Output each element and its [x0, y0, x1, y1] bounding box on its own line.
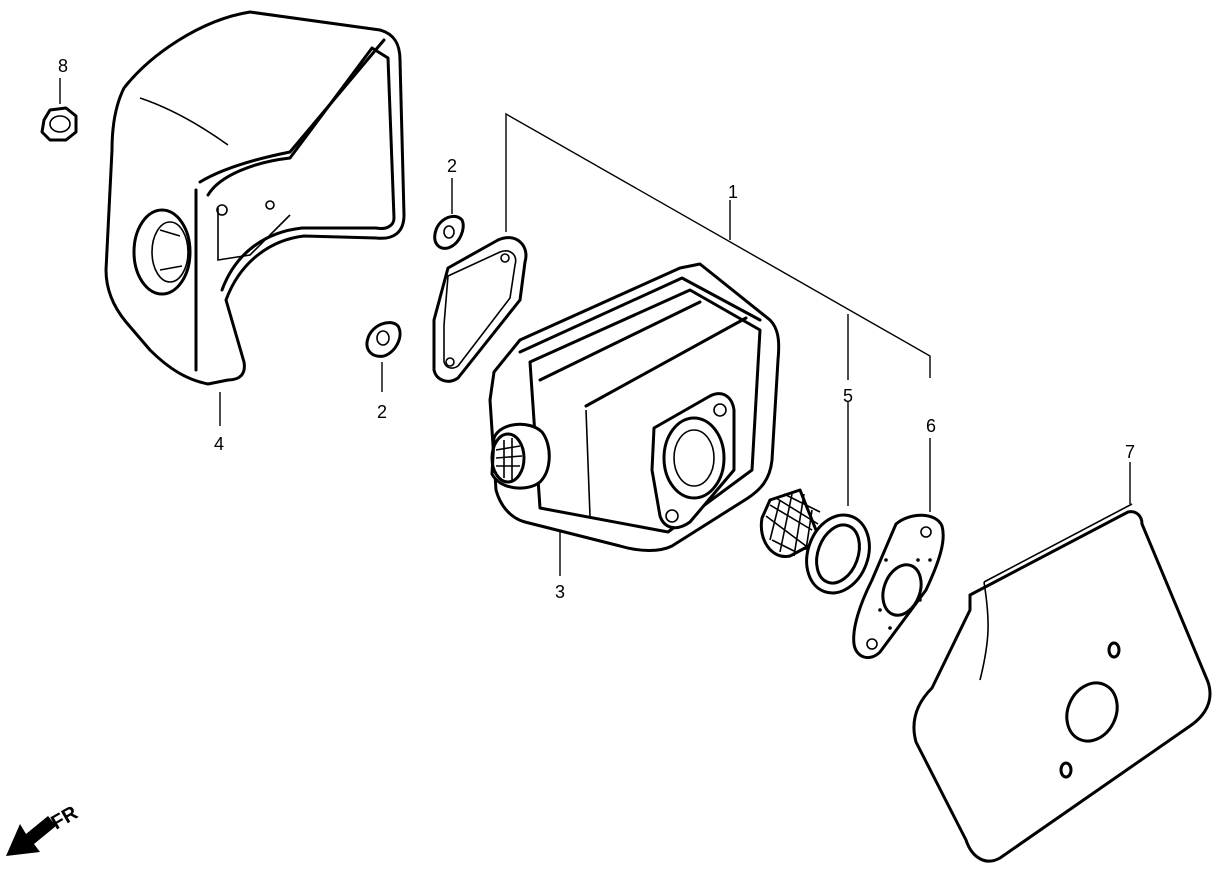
- front-direction-arrow-icon: FR: [6, 802, 82, 856]
- direction-label: FR: [48, 802, 83, 835]
- exhaust-gasket-icon: [852, 513, 945, 660]
- muffler-body-icon: [488, 262, 781, 552]
- heat-shield-plate-icon: [912, 503, 1212, 863]
- washer-lower-icon: [365, 321, 402, 358]
- flange-nut-icon: [40, 106, 78, 142]
- callout-numbers: 1 2 2 3 4 5 6 7 8: [58, 56, 1135, 602]
- callout-2-upper: 2: [447, 156, 457, 176]
- callout-8: 8: [58, 56, 68, 76]
- callout-3: 3: [555, 582, 565, 602]
- callout-1: 1: [728, 182, 738, 202]
- gasket-plate-icon: [432, 236, 528, 383]
- washer-upper-icon: [433, 214, 465, 250]
- callout-6: 6: [926, 416, 936, 436]
- callout-2-lower: 2: [377, 402, 387, 422]
- leader-lines: [59, 78, 1131, 576]
- spark-arrester-screen-icon: [759, 488, 871, 595]
- callout-4: 4: [214, 434, 224, 454]
- callout-5: 5: [843, 386, 853, 406]
- callout-7: 7: [1125, 442, 1135, 462]
- muffler-protector-icon: [104, 10, 406, 386]
